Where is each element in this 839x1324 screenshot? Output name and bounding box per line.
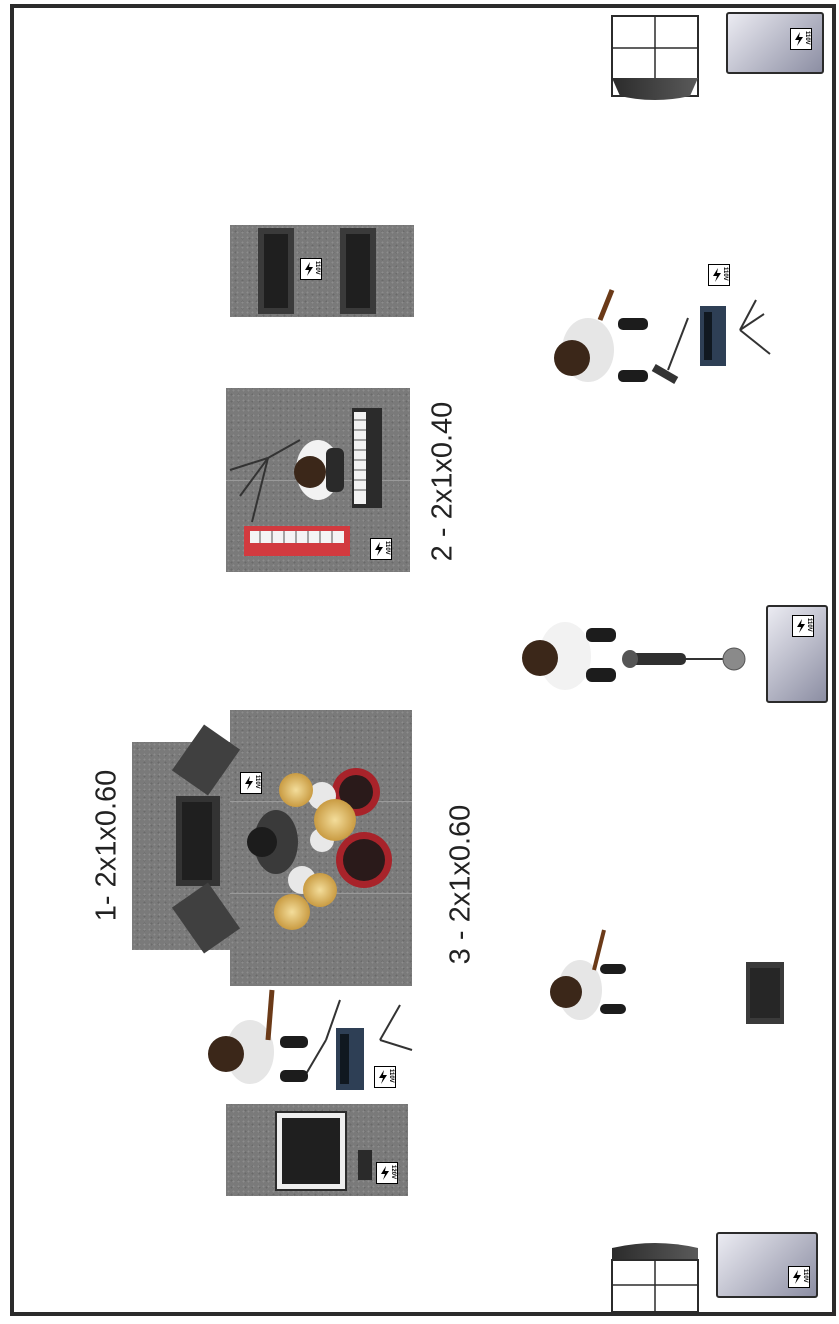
guitar-pedalboard-left (306, 1000, 412, 1090)
power-icon: 110V (300, 258, 322, 280)
power-icon: 110V (374, 1066, 396, 1088)
power-icon: 110V (788, 1266, 810, 1288)
guitarist-left (208, 990, 308, 1084)
keyboard-upper (352, 408, 382, 508)
side-box-bottom-right (716, 1232, 818, 1298)
drum-monitor-top (172, 724, 240, 795)
bassist (550, 930, 626, 1020)
guitar-amp (276, 1112, 372, 1190)
guitar-pedalboard-right (652, 300, 770, 384)
vocal-mic-stand (622, 648, 745, 670)
power-icon: 110V (370, 538, 392, 560)
power-icon: 110V (792, 615, 814, 637)
power-icon: 110V (240, 772, 262, 794)
keyboardist (294, 440, 344, 500)
bass-cabinet (746, 962, 784, 1024)
power-icon: 110V (790, 28, 812, 50)
lead-vocalist (522, 622, 616, 690)
monitor-wedge-bottom-right (612, 1243, 698, 1312)
drum-monitor-center (176, 796, 220, 886)
power-icon: 110V (708, 264, 730, 286)
drummer (247, 810, 298, 874)
keys-mic-stand (230, 440, 300, 522)
power-icon: 120V (376, 1162, 398, 1184)
guitarist-right (554, 290, 648, 382)
drum-monitor-bottom (172, 882, 240, 953)
monitor-wedge-top-right (612, 16, 698, 100)
keyboard-red (244, 526, 350, 556)
